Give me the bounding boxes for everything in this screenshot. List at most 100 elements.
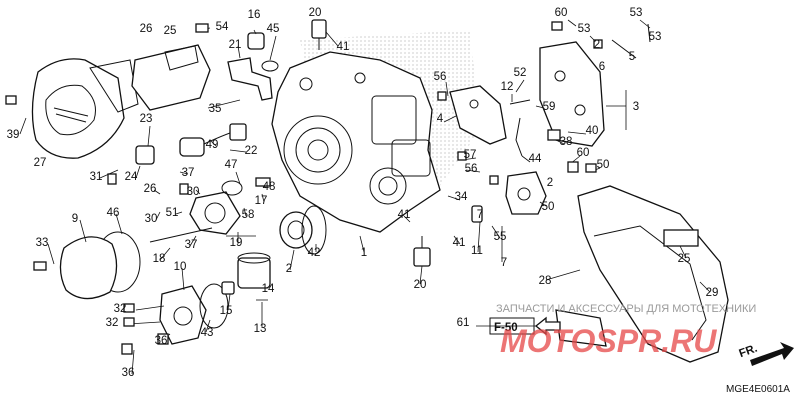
part-label-20[interactable]: 20 (309, 7, 322, 19)
o-ring-43 (199, 283, 229, 329)
part-label-27[interactable]: 27 (34, 157, 47, 169)
part-label-56[interactable]: 56 (465, 163, 478, 175)
gasket-4 (449, 85, 507, 145)
part-label-24[interactable]: 24 (125, 171, 138, 183)
valve-block-7 (471, 171, 547, 223)
part-label-4[interactable]: 4 (437, 113, 444, 125)
part-label-14[interactable]: 14 (262, 283, 275, 295)
part-label-32[interactable]: 32 (106, 317, 119, 329)
part-label-57[interactable]: 57 (464, 149, 477, 161)
part-label-41[interactable]: 41 (398, 209, 411, 221)
page-ref-label: F-50 (494, 322, 518, 334)
part-label-31[interactable]: 31 (90, 171, 103, 183)
part-label-36[interactable]: 36 (122, 367, 135, 379)
part-label-5[interactable]: 5 (629, 51, 635, 63)
part-label-32[interactable]: 32 (114, 303, 127, 315)
watermark-text: ЗАПЧАСТИ И АКСЕССУАРЫ ДЛЯ МОТОТЕХНИКИ (496, 303, 756, 315)
part-label-1[interactable]: 1 (361, 247, 367, 259)
part-label-38[interactable]: 38 (560, 136, 573, 148)
part-label-59[interactable]: 59 (543, 101, 556, 113)
part-label-25[interactable]: 25 (678, 253, 691, 265)
part-label-33[interactable]: 33 (36, 237, 49, 249)
part-label-43[interactable]: 43 (201, 327, 214, 339)
part-label-15[interactable]: 15 (220, 305, 233, 317)
part-label-21[interactable]: 21 (229, 39, 242, 51)
bolt-18 (149, 227, 213, 243)
part-label-51[interactable]: 51 (166, 207, 179, 219)
part-label-53[interactable]: 53 (578, 23, 591, 35)
cover-10 (159, 285, 207, 345)
part-label-41[interactable]: 41 (453, 237, 466, 249)
part-label-26[interactable]: 26 (140, 23, 153, 35)
part-label-53[interactable]: 53 (630, 7, 643, 19)
part-label-39[interactable]: 39 (7, 129, 20, 141)
part-label-37[interactable]: 37 (182, 167, 195, 179)
part-label-47[interactable]: 47 (225, 159, 238, 171)
page-ref-f50[interactable]: F-50 (489, 316, 561, 336)
part-label-28[interactable]: 28 (539, 275, 552, 287)
leader-lines (19, 19, 711, 375)
part-label-10[interactable]: 10 (174, 261, 187, 273)
part-label-61[interactable]: 61 (457, 317, 470, 329)
part-label-7[interactable]: 7 (477, 209, 483, 221)
part-label-53[interactable]: 53 (649, 31, 662, 43)
part-label-41[interactable]: 41 (337, 41, 350, 53)
part-label-42[interactable]: 42 (308, 247, 321, 259)
part-label-2[interactable]: 2 (547, 177, 553, 189)
part-label-18[interactable]: 18 (153, 253, 166, 265)
part-label-22[interactable]: 22 (245, 145, 258, 157)
plate-26-25 (131, 44, 211, 111)
part-label-56[interactable]: 56 (434, 71, 447, 83)
part-label-7[interactable]: 7 (501, 257, 507, 269)
direction-label: FR. (738, 343, 760, 361)
part-label-46[interactable]: 46 (107, 207, 120, 219)
part-label-12[interactable]: 12 (501, 81, 514, 93)
part-label-35[interactable]: 35 (209, 103, 222, 115)
part-label-50[interactable]: 50 (597, 159, 610, 171)
part-label-60[interactable]: 60 (555, 7, 568, 19)
part-label-60[interactable]: 60 (577, 147, 590, 159)
part-label-48[interactable]: 48 (263, 181, 276, 193)
part-label-29[interactable]: 29 (706, 287, 719, 299)
cap-16 (247, 32, 279, 72)
part-label-11[interactable]: 11 (471, 245, 483, 257)
part-label-26[interactable]: 26 (144, 183, 157, 195)
part-label-55[interactable]: 55 (494, 231, 507, 243)
part-label-9[interactable]: 9 (72, 213, 78, 225)
sensor-20-bottom (413, 236, 431, 267)
part-label-49[interactable]: 49 (206, 139, 219, 151)
part-label-30[interactable]: 30 (145, 213, 158, 225)
part-label-6[interactable]: 6 (599, 61, 605, 73)
part-label-20[interactable]: 20 (414, 279, 427, 291)
part-label-34[interactable]: 34 (455, 191, 468, 203)
watermark-logo: MOTOSPR.RU (500, 323, 717, 359)
part-label-54[interactable]: 54 (216, 21, 229, 33)
part-label-37[interactable]: 37 (185, 239, 198, 251)
spring-15 (221, 281, 235, 295)
part-label-2[interactable]: 2 (286, 263, 292, 275)
cover-9 (59, 231, 141, 300)
part-label-30[interactable]: 30 (187, 186, 200, 198)
oil-filter-14 (237, 252, 271, 289)
sensor-20-top (311, 19, 327, 50)
part-label-16[interactable]: 16 (248, 9, 261, 21)
part-label-25[interactable]: 25 (164, 25, 177, 37)
part-label-44[interactable]: 44 (529, 153, 542, 165)
left-cover-27 (31, 58, 139, 159)
diagram-code: MGE4E0601A (726, 384, 790, 395)
part-label-13[interactable]: 13 (254, 323, 267, 335)
part-label-19[interactable]: 19 (230, 237, 243, 249)
part-label-2[interactable]: 2 (594, 39, 600, 51)
part-2-42 (279, 205, 327, 255)
part-label-40[interactable]: 40 (586, 125, 599, 137)
part-label-36[interactable]: 36 (155, 335, 168, 347)
part-label-17[interactable]: 17 (255, 195, 268, 207)
part-label-23[interactable]: 23 (140, 113, 153, 125)
part-label-50[interactable]: 50 (542, 201, 555, 213)
part-label-58[interactable]: 58 (242, 209, 255, 221)
part-label-3[interactable]: 3 (633, 101, 639, 113)
part-label-52[interactable]: 52 (514, 67, 527, 79)
part-label-45[interactable]: 45 (267, 23, 280, 35)
